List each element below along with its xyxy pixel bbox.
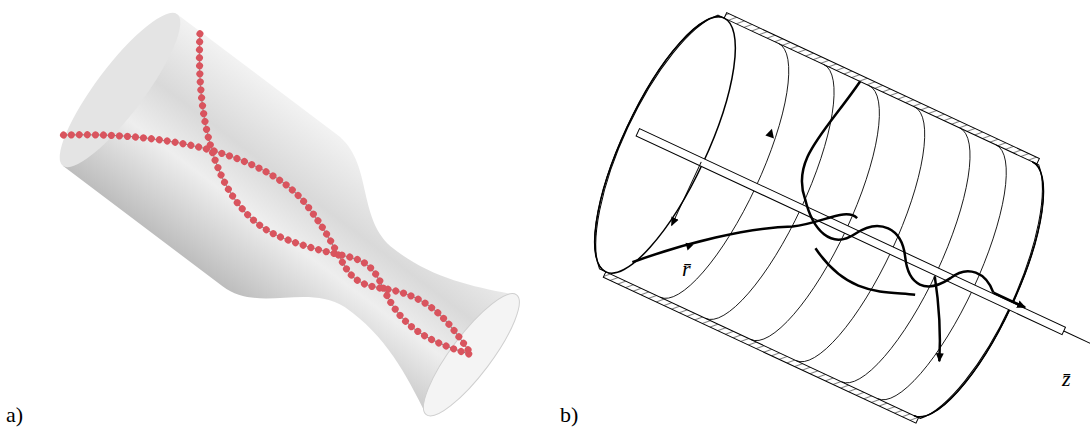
surface-figure [44, 0, 545, 435]
panel-label: a) [6, 404, 23, 426]
panel-label: b) [560, 404, 578, 426]
axis-label: z̄ [1060, 368, 1073, 390]
axis-label: r̄ [680, 258, 693, 280]
cylinder-figure [565, 0, 1090, 435]
